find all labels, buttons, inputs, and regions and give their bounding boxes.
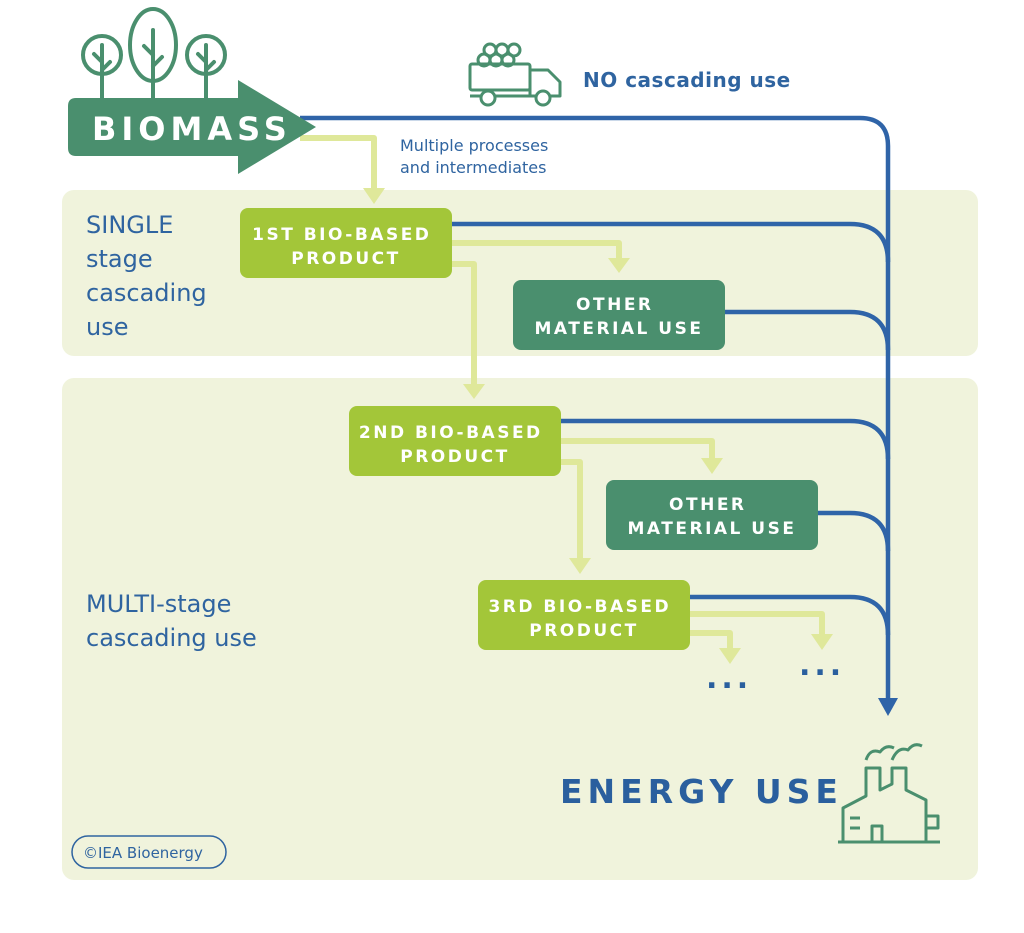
multi-stage-label: MULTI-stage cascading use [86,590,257,652]
material-flow-arrows [300,135,825,650]
svg-text:OTHER MATERIAL USE: OTHER MATERIAL USE [628,495,797,539]
svg-text:©IEA Bioenergy: ©IEA Bioenergy [83,844,203,862]
continuation-dots-b: ... [799,648,845,683]
tree-icon [81,7,227,102]
flow-product2-to-other2 [560,438,715,460]
no-cascading-label: NO cascading use [583,68,791,92]
energy-flow-other1 [724,309,891,351]
box-product2: 2ND BIO-BASED PRODUCT [349,406,561,476]
box-product1: 1ST BIO-BASED PRODUCT [240,208,452,278]
flow-product3-continuation-a [690,630,733,650]
single-stage-label: SINGLE stage cascading use [86,211,214,341]
energy-flow-no-cascading [300,115,891,700]
svg-text:2ND BIO-BASED PRODUCT: 2ND BIO-BASED PRODUCT [359,423,551,467]
credit-badge: ©IEA Bioenergy [71,835,227,869]
flow-product1-to-other1 [452,240,622,260]
energy-flow-product3 [690,594,891,636]
box-other-material-1: OTHER MATERIAL USE [513,280,725,350]
box-other-material-2: OTHER MATERIAL USE [606,480,818,550]
box-product3: 3RD BIO-BASED PRODUCT [478,580,690,650]
biomass-label: BIOMASS [92,110,292,148]
energy-use-label: ENERGY USE [560,772,843,811]
material-flow-arrowheads [363,188,833,664]
energy-flow-product2 [560,418,891,460]
flow-product3-continuation-b [690,611,825,636]
energy-flow-product1 [452,221,891,263]
energy-flow-other2 [818,510,891,552]
svg-text:OTHER MATERIAL USE: OTHER MATERIAL USE [535,295,704,339]
log-truck-icon [468,42,562,107]
energy-flow-lines [300,115,891,700]
flow-biomass-to-product1 [300,135,377,190]
factory-icon [838,743,940,844]
processes-note: Multiple processes and intermediates [400,136,553,177]
energy-arrowhead [878,698,898,716]
flow-product1-to-product2 [452,261,477,386]
biomass-arrow [68,80,316,174]
svg-text:1ST BIO-BASED PRODUCT: 1ST BIO-BASED PRODUCT [252,225,440,269]
continuation-dots-a: ... [706,661,752,696]
svg-text:3RD BIO-BASED PRODUCT: 3RD BIO-BASED PRODUCT [488,597,679,641]
flow-product2-to-product3 [560,459,583,560]
